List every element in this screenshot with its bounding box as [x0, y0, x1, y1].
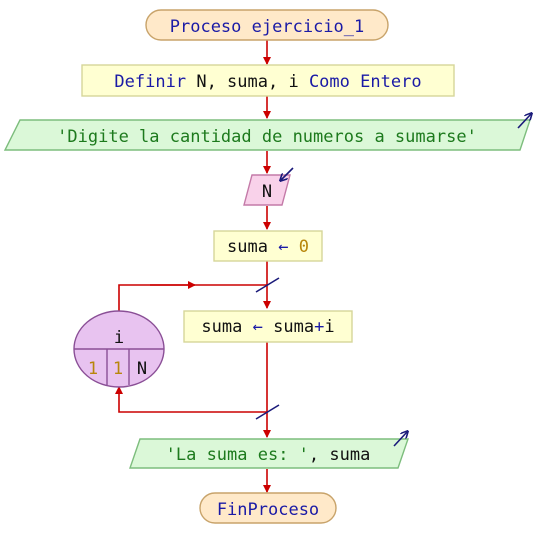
write-result-separator: ,	[309, 445, 319, 465]
assign-init-target: suma	[227, 237, 268, 257]
define-vars: N, suma, i	[196, 72, 298, 92]
write-result-string: 'La suma es: '	[166, 445, 309, 465]
write-result-variable: suma	[329, 445, 370, 465]
loop-return-line	[115, 386, 267, 413]
for-loop-node[interactable]: i 1 1 N	[73, 310, 165, 388]
define-block[interactable]: Definir N, suma, i Como Entero	[81, 64, 455, 97]
loop-start: 1	[88, 359, 98, 379]
assign-init-arrow: ←	[278, 237, 288, 257]
assign-body-right: i	[324, 317, 334, 337]
end-terminal[interactable]: FinProceso	[199, 492, 337, 524]
svg-text:suma ← suma+i: suma ← suma+i	[201, 317, 334, 337]
define-keyword: Definir	[114, 72, 186, 92]
write-result-block[interactable]: 'La suma es: ', suma	[129, 432, 408, 469]
assign-body-target: suma	[201, 317, 242, 337]
svg-text:Proceso ejercicio_1: Proceso ejercicio_1	[170, 17, 365, 37]
read-variable: N	[262, 182, 272, 202]
output-arrow-icon	[393, 432, 407, 447]
svg-text:suma ← 0: suma ← 0	[227, 237, 309, 257]
loop-entry-line	[118, 284, 267, 311]
process-keyword: Proceso	[170, 17, 242, 37]
assign-body-arrow: ←	[253, 317, 263, 337]
assign-init-block[interactable]: suma ← 0	[213, 230, 323, 262]
assign-body-block[interactable]: suma ← suma+i	[183, 310, 353, 343]
output-arrow-icon	[517, 114, 531, 129]
assign-body-op: +	[314, 317, 324, 337]
end-label: FinProceso	[217, 500, 319, 520]
process-name: ejercicio_1	[252, 17, 365, 37]
define-como: Como	[309, 72, 350, 92]
write-prompt-text: 'Digite la cantidad de numeros a sumarse…	[57, 127, 477, 147]
loop-exit-tick	[255, 404, 280, 420]
input-arrow-icon	[281, 167, 294, 180]
svg-text:'La suma es: ', suma: 'La suma es: ', suma	[166, 445, 371, 465]
flow-connectors	[115, 40, 271, 493]
svg-text:Definir N, suma, i Como Entero: Definir N, suma, i Como Entero	[114, 72, 421, 92]
assign-body-left: suma	[273, 317, 314, 337]
define-type: Entero	[360, 72, 421, 92]
write-prompt-block[interactable]: 'Digite la cantidad de numeros a sumarse…	[3, 114, 531, 151]
start-terminal[interactable]: Proceso ejercicio_1	[145, 9, 389, 41]
loop-entry-tick	[255, 277, 280, 293]
read-block[interactable]: N	[243, 167, 294, 206]
assign-init-value: 0	[299, 237, 309, 257]
loop-end: N	[137, 359, 147, 379]
loop-variable: i	[114, 328, 124, 348]
loop-step: 1	[113, 359, 123, 379]
